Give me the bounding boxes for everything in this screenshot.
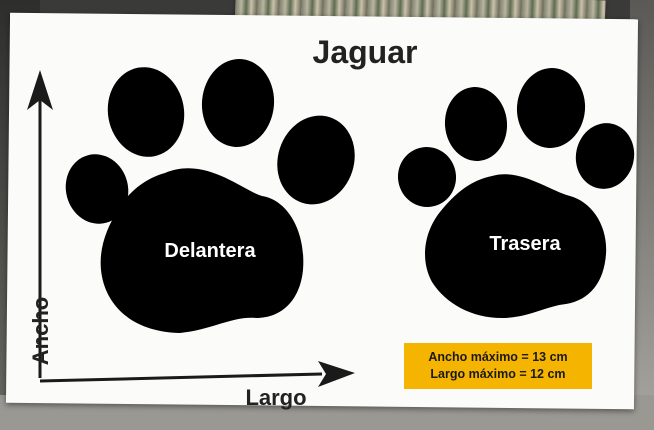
- back-pad: [425, 174, 607, 318]
- y-axis-label: Ancho: [28, 296, 53, 366]
- axes: [27, 70, 355, 387]
- back-toe-4: [575, 123, 635, 189]
- back-toe-3: [516, 68, 586, 148]
- x-axis-label: Largo: [245, 385, 307, 410]
- front-paw-label: Delantera: [164, 240, 256, 262]
- front-toe-2: [107, 67, 185, 157]
- max-length-text: Largo máximo = 12 cm: [430, 367, 566, 381]
- front-paw: [65, 59, 355, 333]
- front-toe-4: [277, 115, 355, 205]
- y-axis-arrowhead: [27, 70, 53, 110]
- back-paw: [397, 68, 635, 318]
- back-toe-1: [397, 147, 457, 207]
- back-paw-label: Trasera: [489, 233, 561, 255]
- front-toe-1: [65, 154, 129, 224]
- front-toe-3: [201, 59, 275, 147]
- measurement-box: Ancho máximo = 13 cm Largo máximo = 12 c…: [404, 343, 592, 389]
- x-axis-arrowhead: [318, 361, 355, 387]
- page-title: Jaguar: [312, 34, 418, 70]
- front-pad: [100, 168, 304, 333]
- max-width-text: Ancho máximo = 13 cm: [428, 350, 568, 364]
- x-axis-line: [39, 372, 323, 383]
- back-toe-2: [444, 87, 508, 161]
